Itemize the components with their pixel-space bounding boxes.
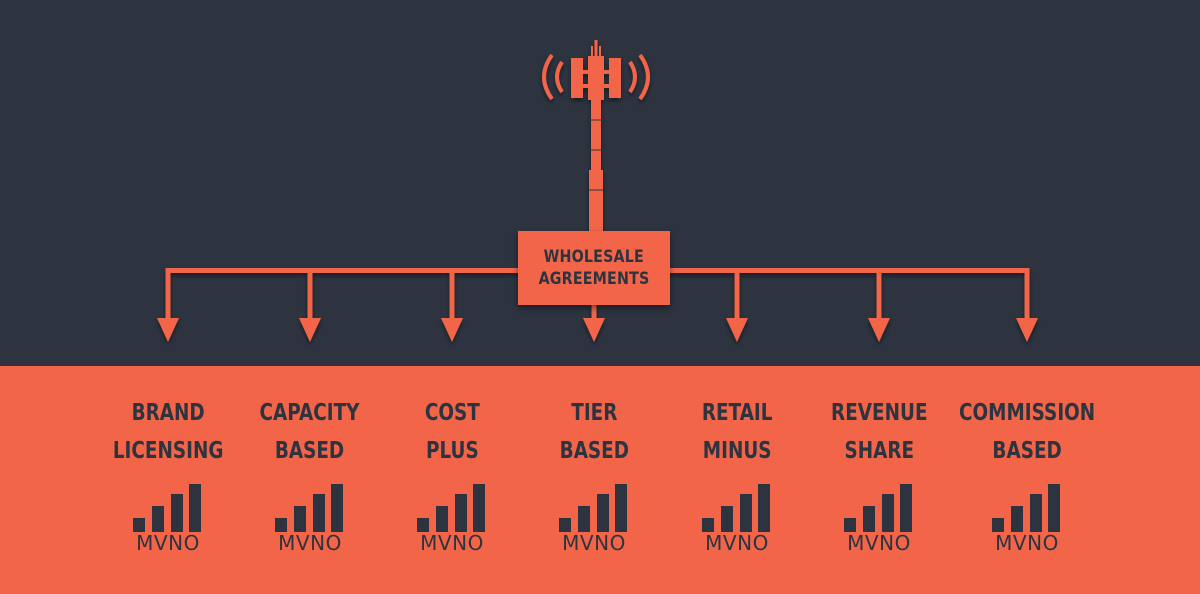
signal-bar xyxy=(417,518,429,532)
model-tier: TIER BASED MVNO xyxy=(519,394,669,554)
mvno-badge: MVNO xyxy=(995,531,1059,555)
model-label: REVENUE SHARE xyxy=(819,394,940,470)
signal-bar xyxy=(455,494,467,532)
model-label: COMMISSION BASED xyxy=(942,394,1112,470)
mvno-badge: MVNO xyxy=(705,531,769,555)
model-retail: RETAIL MINUS MVNO xyxy=(662,394,812,554)
signal-bars-icon xyxy=(417,484,487,532)
model-label-line-1: REVENUE xyxy=(830,400,928,426)
model-label-line-1: RETAIL xyxy=(701,400,773,426)
signal-bar xyxy=(882,494,894,532)
arrow-shaft xyxy=(876,268,882,320)
model-label-line-2: BASED xyxy=(992,438,1062,464)
arrow-shaft xyxy=(165,268,171,320)
arrow-head-icon xyxy=(583,318,605,342)
signal-bars-icon xyxy=(275,484,345,532)
arrow-head-icon xyxy=(868,318,890,342)
mvno-badge: MVNO xyxy=(847,531,911,555)
mvno-badge: MVNO xyxy=(278,531,342,555)
center-line-2: AGREEMENTS xyxy=(538,269,650,289)
signal-bar xyxy=(992,518,1004,532)
arrow-shaft xyxy=(1024,268,1030,320)
mvno-badge: MVNO xyxy=(136,531,200,555)
signal-bar xyxy=(1011,506,1023,532)
arrow-head-icon xyxy=(726,318,748,342)
model-label: TIER BASED xyxy=(551,394,638,470)
signal-bar xyxy=(436,506,448,532)
model-label-line-2: MINUS xyxy=(702,438,772,464)
cell-tower-icon xyxy=(542,40,650,232)
mvno-badge: MVNO xyxy=(562,531,626,555)
model-label: BRAND LICENSING xyxy=(99,394,237,470)
model-commission: COMMISSION BASED MVNO xyxy=(952,394,1102,554)
signal-bars-icon xyxy=(844,484,914,532)
signal-bar xyxy=(863,506,875,532)
model-label: RETAIL MINUS xyxy=(693,394,781,470)
model-label-line-1: BRAND xyxy=(131,400,205,426)
signal-bar xyxy=(294,506,306,532)
signal-bar xyxy=(152,506,164,532)
signal-bar xyxy=(331,484,343,532)
signal-bar xyxy=(171,494,183,532)
arrow-head-icon xyxy=(299,318,321,342)
arrow-head-icon xyxy=(441,318,463,342)
signal-bar xyxy=(559,518,571,532)
signal-bar xyxy=(473,484,485,532)
model-label-line-2: LICENSING xyxy=(112,438,224,464)
signal-bar xyxy=(275,518,287,532)
model-label: COST PLUS xyxy=(418,394,487,470)
signal-bar xyxy=(900,484,912,532)
model-label: CAPACITY BASED xyxy=(247,394,372,470)
signal-bar xyxy=(844,518,856,532)
arrow-head-icon xyxy=(1016,318,1038,342)
signal-bar xyxy=(597,494,609,532)
arrow-shaft xyxy=(449,268,455,320)
signal-bars-icon xyxy=(133,484,203,532)
signal-bar xyxy=(758,484,770,532)
wholesale-agreements-box: WHOLESALE AGREEMENTS xyxy=(518,231,670,305)
arrow-shaft xyxy=(307,268,313,320)
model-brand: BRAND LICENSING MVNO xyxy=(93,394,243,554)
arrow-shaft xyxy=(734,268,740,320)
model-revenue: REVENUE SHARE MVNO xyxy=(804,394,954,554)
center-line-1: WHOLESALE xyxy=(543,247,645,267)
signal-bar xyxy=(313,494,325,532)
model-cost: COST PLUS MVNO xyxy=(377,394,527,554)
models-band xyxy=(0,366,1200,594)
model-label-line-2: SHARE xyxy=(844,438,914,464)
arrow-head-icon xyxy=(157,318,179,342)
mvno-badge: MVNO xyxy=(420,531,484,555)
signal-bar xyxy=(1048,484,1060,532)
signal-bars-icon xyxy=(992,484,1062,532)
signal-bar xyxy=(721,506,733,532)
signal-bar xyxy=(578,506,590,532)
signal-bar xyxy=(1030,494,1042,532)
signal-bars-icon xyxy=(559,484,629,532)
model-label-line-1: TIER xyxy=(570,400,618,426)
model-capacity: CAPACITY BASED MVNO xyxy=(235,394,385,554)
model-label-line-1: CAPACITY xyxy=(259,400,360,426)
signal-bar xyxy=(133,518,145,532)
signal-bar xyxy=(740,494,752,532)
signal-bars-icon xyxy=(702,484,772,532)
model-label-line-1: COMMISSION xyxy=(958,400,1096,426)
model-label-line-2: BASED xyxy=(275,438,345,464)
signal-bar xyxy=(189,484,201,532)
signal-bar xyxy=(615,484,627,532)
model-label-line-1: COST xyxy=(424,400,480,426)
model-label-line-2: PLUS xyxy=(425,438,479,464)
model-label-line-2: BASED xyxy=(559,438,629,464)
signal-bar xyxy=(702,518,714,532)
